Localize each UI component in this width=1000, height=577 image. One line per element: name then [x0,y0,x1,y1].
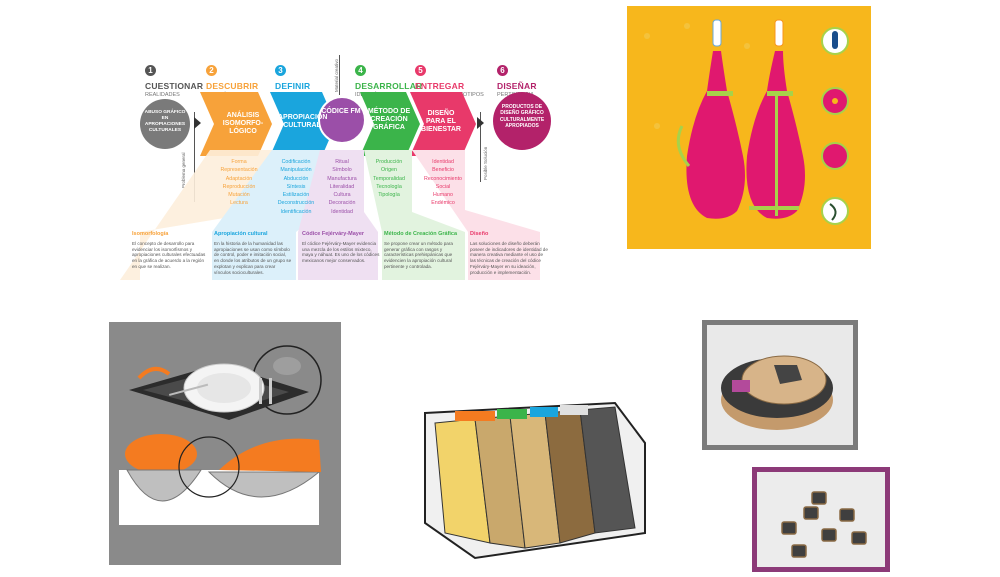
stage-item: Origen [381,167,397,174]
stage-item: Cultura [333,192,351,199]
stage-item: Reconocimiento [424,175,462,182]
stage-item: Tecnología [376,183,402,190]
stage-item: Endémico [431,200,455,207]
tableware-panel [109,322,341,565]
step-number: 1 [145,65,156,76]
stage-item: Estilización [282,192,310,199]
chevron-metodo [360,92,420,156]
stage-item: Manipulación [280,167,312,174]
step-title: CUESTIONAR [145,81,204,91]
end-circle-text: PRODUCTOS DE DISEÑO GRÁFICO CULTURALMENT… [499,104,545,129]
left-connector-line [194,112,195,202]
step-number: 6 [497,65,508,76]
step-number: 2 [206,65,217,76]
arrow-end [477,117,484,129]
round-box-illustration [721,355,833,430]
stage-item: Producción [375,159,403,165]
step-title: DISEÑAR [497,81,537,91]
stage-item: Identificación [280,208,312,215]
chevron-isomorfologico [200,92,272,156]
end-circle [493,92,551,150]
stage-item: Codificación [281,159,311,165]
tableware-illustration [119,345,322,525]
stage-item: Forma [231,159,247,165]
organizer-panel [405,383,656,568]
toothbrush-illustration [644,19,849,225]
step-title: ENTREGAR [415,81,465,91]
stage-item: Abducción [283,175,309,182]
step-6: 6DISEÑARPERTINENCIA [497,60,577,98]
stage-item: Síntesis [286,183,306,190]
description-text: El códice Fejérváry-Mayer evidencia una … [302,240,380,264]
chevron-apropiacion [270,92,336,156]
description-text: Se propone crear un método para generar … [384,240,453,269]
step-subtitle: REALIDADES [145,92,180,98]
toothbrush-panel [627,6,871,249]
stage-item: Identidad [331,208,353,215]
stage-item: Mutación [228,192,250,199]
description-2: Apropiación cultural En la historia de la… [214,231,292,276]
column-wedges [120,150,540,280]
pieces-illustration [781,491,867,558]
stage-item: Identidad [432,159,454,165]
stage-label-2: APROPIACIÓN CULTURAL [278,114,328,129]
start-circle-text: ABUSO GRÁFICO EN APROPIACIONES CULTURALE… [144,110,186,133]
description-title: Isomorfología [132,231,169,237]
stage-item: Adaptación [225,175,253,182]
description-text: El concepto de desarrollo para evidencia… [132,240,206,269]
start-circle [140,99,190,149]
stage-item: Ritual [335,159,349,165]
description-title: Diseño [470,231,489,237]
round-box-panel [702,320,858,450]
step-title: DEFINIR [275,81,311,91]
description-1: Isomorfología El concepto de desarrollo p… [132,231,210,270]
stage-item: Literalidad [329,183,355,190]
step-title: DESCUBRIR [206,81,259,91]
stage-label-3: CÓDICE FM [321,108,361,115]
stage-chevrons [200,92,476,156]
pieces-panel [752,467,890,572]
stage-item: Social [435,183,451,190]
stage-item: Representación [220,167,258,174]
description-text: En la historia de la humanidad las aprop… [214,240,292,275]
stage-item: Deconstrucción [277,200,315,207]
codice-circle [318,96,366,144]
stage-item: Símbolo [332,167,352,174]
stage-item: Beneficio [432,167,454,174]
top-connector-line [339,55,340,95]
step-number: 5 [415,65,426,76]
chevron-diseno [410,92,476,156]
description-4: Método de Creación Gráfica Se propone cre… [384,231,462,270]
stage-item: Reproducción [222,183,256,190]
stage-label-5: DISEÑO PARA EL BIENESTAR [421,110,461,133]
stage-item: Manufactura [327,175,357,182]
organizer-illustration [424,401,646,560]
description-title: Apropiación cultural [214,231,268,237]
description-title: Códice Fejérváry-Mayer [302,231,365,237]
description-text: Las soluciones de diseño deberán poseer … [470,240,548,275]
stage-item: Decoración [328,200,356,207]
stage-label-1: ANÁLISIS ISOMORFO-LÓGICO [222,112,264,135]
step-title: DESARROLLAR [355,81,423,91]
stage-item: Tipología [378,192,400,199]
right-connector-line [480,112,481,182]
step-number: 4 [355,65,366,76]
arrow-start [194,117,201,129]
stage-label-4: MÉTODO DE CREACIÓN GRÁFICA [367,108,411,131]
description-3: Códice Fejérváry-Mayer El códice Fejérvár… [302,231,380,264]
description-title: Método de Creación Gráfica [384,231,458,237]
stage-item: Temporalidad [373,175,405,182]
step-number: 3 [275,65,286,76]
stage-item: Lectura [230,200,248,207]
stage-item: Humano [432,192,454,199]
vertical-label-top: Material creativo [334,58,339,92]
